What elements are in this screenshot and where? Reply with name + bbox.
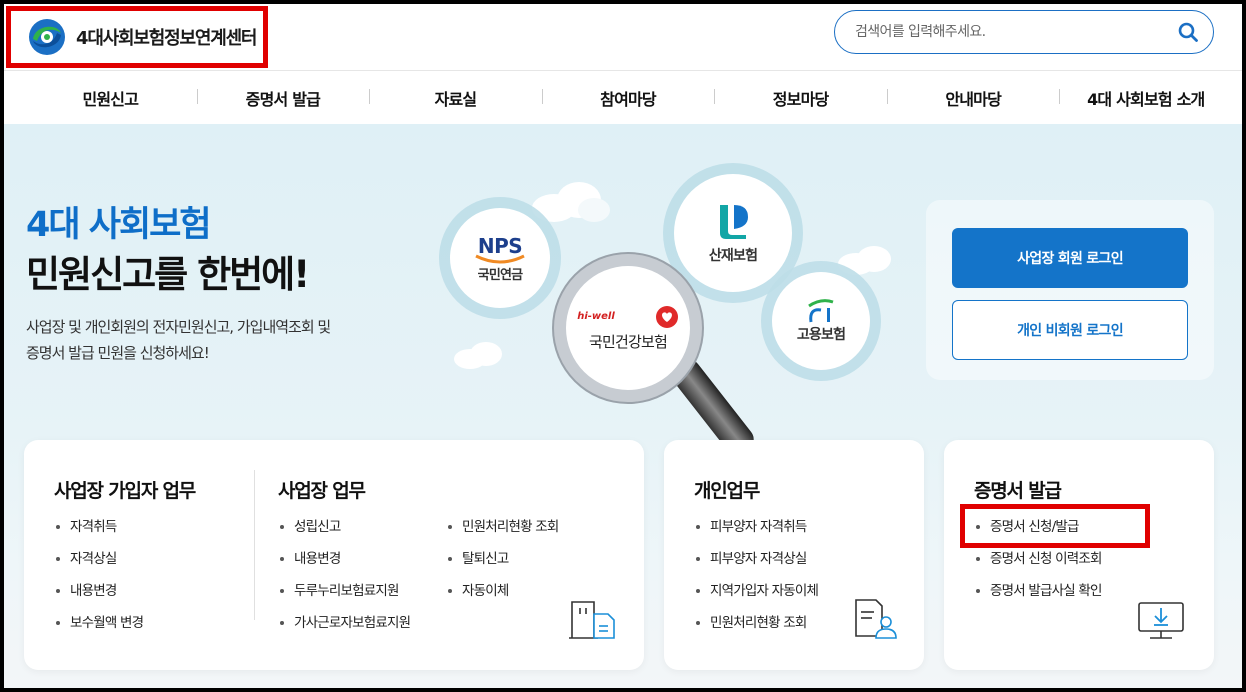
list-item[interactable]: 피부양자 자격상실 bbox=[694, 548, 818, 580]
site-logo[interactable]: 4대사회보험정보연계센터 bbox=[6, 6, 268, 68]
cloud-icon bbox=[532, 182, 610, 222]
logo-icon bbox=[29, 19, 65, 55]
list-item[interactable]: 자격취득 bbox=[54, 516, 143, 548]
personal-list: 피부양자 자격취득 피부양자 자격상실 지역가입자 자동이체 민원처리현황 조회 bbox=[694, 516, 819, 644]
list-item[interactable]: 탈퇴신고 bbox=[446, 548, 558, 580]
search-icon[interactable] bbox=[1177, 21, 1199, 43]
business-member-login-button[interactable]: 사업장 회원 로그인 bbox=[952, 228, 1188, 288]
nav-item-guide[interactable]: 안내마당 bbox=[886, 86, 1060, 110]
divider bbox=[254, 470, 255, 620]
search-input[interactable] bbox=[855, 24, 1177, 40]
highlight-box bbox=[960, 504, 1150, 548]
list-item[interactable]: 증명서 발급사실 확인 bbox=[974, 580, 1102, 612]
list-item[interactable]: 가사근로자보험료지원 bbox=[278, 612, 411, 644]
business-work-list-2: 민원처리현황 조회 탈퇴신고 자동이체 bbox=[446, 516, 559, 612]
personal-card: 개인업무 피부양자 자격취득 피부양자 자격상실 지역가입자 자동이체 민원처리… bbox=[664, 440, 924, 670]
hero-section: 4대 사회보험 민원신고를 한번에! 사업장 및 개인회원의 전자민원신고, 가… bbox=[4, 124, 1242, 688]
health-label: 국민건강보험 bbox=[588, 332, 668, 351]
cloud-icon bbox=[838, 246, 891, 275]
health-logo-text: hi-well bbox=[577, 311, 615, 322]
list-item[interactable]: 자격상실 bbox=[54, 548, 143, 580]
nav-item-certificate[interactable]: 증명서 발급 bbox=[196, 86, 370, 110]
certificate-title: 증명서 발급 bbox=[974, 480, 1062, 502]
sanjae-label: 산재보험 bbox=[708, 248, 758, 264]
health-badge: hi-well 국민건강보험 bbox=[566, 266, 690, 390]
list-item[interactable]: 민원처리현황 조회 bbox=[446, 516, 559, 548]
list-item[interactable]: 두루누리보험료지원 bbox=[278, 580, 410, 612]
list-item[interactable]: 내용변경 bbox=[54, 580, 143, 612]
hero-desc-line2: 증명서 발급 민원을 신청하세요! bbox=[26, 344, 210, 362]
hero-description: 사업장 및 개인회원의 전자민원신고, 가입내역조회 및 증명서 발급 민원을 … bbox=[26, 314, 331, 366]
list-item[interactable]: 내용변경 bbox=[278, 548, 410, 580]
hero-title-line2: 민원신고를 한번에! bbox=[26, 253, 310, 296]
sanjae-badge: 산재보험 bbox=[674, 174, 792, 292]
goyong-logo-icon bbox=[808, 299, 834, 323]
nps-badge: NPS 국민연금 bbox=[450, 208, 550, 308]
page-frame: 4대사회보험정보연계센터 민원신고 증명서 발급 자료실 참여마당 정보마당 안… bbox=[4, 4, 1242, 688]
business-card: 사업장 가입자 업무 자격취득 자격상실 내용변경 보수월액 변경 사업장 업무… bbox=[24, 440, 644, 670]
heart-icon bbox=[655, 305, 678, 328]
login-panel: 사업장 회원 로그인 개인 비회원 로그인 bbox=[926, 200, 1214, 380]
certificate-list: 증명서 신청/발급 증명서 신청 이력조회 증명서 발급사실 확인 bbox=[974, 516, 1102, 612]
document-person-icon bbox=[855, 599, 897, 639]
personal-guest-login-button[interactable]: 개인 비회원 로그인 bbox=[952, 300, 1188, 360]
list-item[interactable]: 피부양자 자격취득 bbox=[694, 516, 818, 548]
personal-title: 개인업무 bbox=[694, 480, 760, 502]
goyong-label: 고용보험 bbox=[796, 327, 846, 343]
list-item[interactable]: 지역가입자 자동이체 bbox=[694, 580, 819, 612]
cloud-icon bbox=[454, 342, 502, 369]
list-item[interactable]: 증명서 신청 이력조회 bbox=[974, 548, 1102, 580]
business-work-list-1: 성립신고 내용변경 두루누리보험료지원 가사근로자보험료지원 bbox=[278, 516, 411, 644]
search-box bbox=[834, 10, 1214, 54]
main-nav: 민원신고 증명서 발급 자료실 참여마당 정보마당 안내마당 4대 사회보험 소… bbox=[4, 70, 1242, 124]
nav-item-complaint[interactable]: 민원신고 bbox=[82, 89, 139, 109]
monitor-download-icon bbox=[1138, 602, 1184, 639]
logo-text: 4대사회보험정보연계센터 bbox=[76, 28, 257, 49]
business-work-title: 사업장 업무 bbox=[278, 480, 366, 502]
swoosh-icon bbox=[475, 254, 525, 263]
nav-item-information[interactable]: 정보마당 bbox=[714, 86, 887, 110]
certificate-card: 증명서 발급 증명서 신청/발급 증명서 신청 이력조회 증명서 발급사실 확인 bbox=[944, 440, 1214, 670]
nav-item-resources[interactable]: 자료실 bbox=[369, 86, 542, 110]
business-subscriber-list: 자격취득 자격상실 내용변경 보수월액 변경 bbox=[54, 516, 144, 644]
list-item[interactable]: 성립신고 bbox=[278, 516, 410, 548]
business-subscriber-title: 사업장 가입자 업무 bbox=[54, 480, 196, 502]
nav-item-participation[interactable]: 참여마당 bbox=[541, 86, 715, 110]
header: 4대사회보험정보연계센터 bbox=[4, 4, 1242, 70]
certificate-apply-link[interactable]: 증명서 신청/발급 bbox=[974, 516, 1102, 548]
list-item[interactable]: 자동이체 bbox=[446, 580, 558, 612]
hero-desc-line1: 사업장 및 개인회원의 전자민원신고, 가입내역조회 및 bbox=[26, 318, 331, 336]
sanjae-logo-icon bbox=[720, 205, 748, 239]
nps-logo: NPS bbox=[477, 233, 523, 258]
nav-item-about[interactable]: 4대 사회보험 소개 bbox=[1059, 86, 1232, 110]
building-document-icon bbox=[569, 601, 615, 639]
list-item[interactable]: 보수월액 변경 bbox=[54, 612, 144, 644]
nps-label: 국민연금 bbox=[477, 267, 523, 283]
hero-title-line1: 4대 사회보험 bbox=[26, 205, 212, 245]
list-item[interactable]: 민원처리현황 조회 bbox=[694, 612, 818, 644]
goyong-badge: 고용보험 bbox=[772, 272, 870, 370]
